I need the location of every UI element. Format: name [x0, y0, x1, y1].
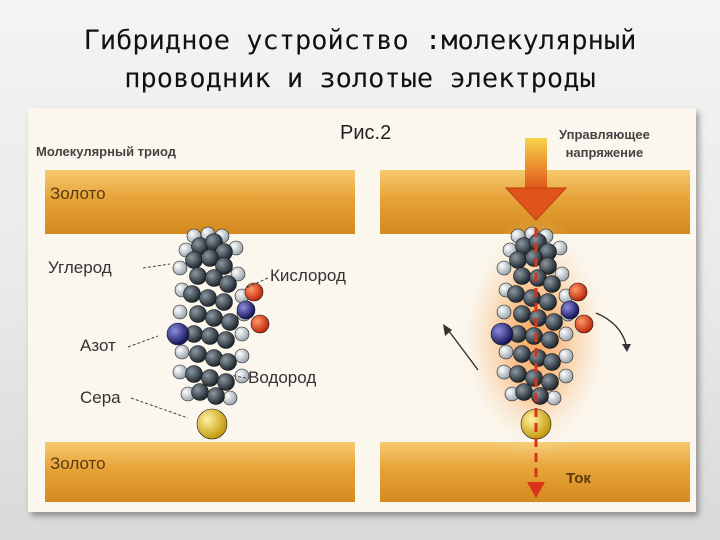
label-hydrogen: Водород — [248, 368, 316, 388]
molecular-triode-figure: Молекулярный триод Рис.2 Управляющее нап… — [28, 108, 696, 512]
label-carbon: Углерод — [48, 258, 112, 278]
gold-label-top: Золото — [50, 184, 106, 204]
label-current: Ток — [566, 470, 591, 487]
caption-control-voltage-line-1: Управляющее — [559, 126, 650, 144]
rotation-arrow-left — [448, 330, 478, 370]
control-voltage-arrow — [506, 138, 566, 220]
figure-number-label: Рис.2 — [340, 122, 391, 145]
rotation-arrow-right — [596, 313, 626, 344]
label-leader-lines — [128, 264, 268, 418]
label-nitrogen: Азот — [80, 336, 116, 356]
caption-control-voltage: Управляющее напряжение — [559, 126, 650, 162]
slide-title-line-1: Гибридное устройство :молекулярный — [0, 22, 720, 60]
annotation-overlay — [28, 108, 696, 512]
caption-control-voltage-line-2: напряжение — [559, 144, 650, 162]
gold-label-bottom: Золото — [50, 454, 106, 474]
label-sulfur: Сера — [80, 388, 121, 408]
caption-molecular-triode: Молекулярный триод — [36, 144, 176, 159]
current-arrowhead — [527, 482, 545, 498]
label-oxygen: Кислород — [270, 266, 346, 286]
slide-title-line-2: проводник и золотые электроды — [0, 60, 720, 98]
slide-title: Гибридное устройство :молекулярный прово… — [0, 22, 720, 98]
